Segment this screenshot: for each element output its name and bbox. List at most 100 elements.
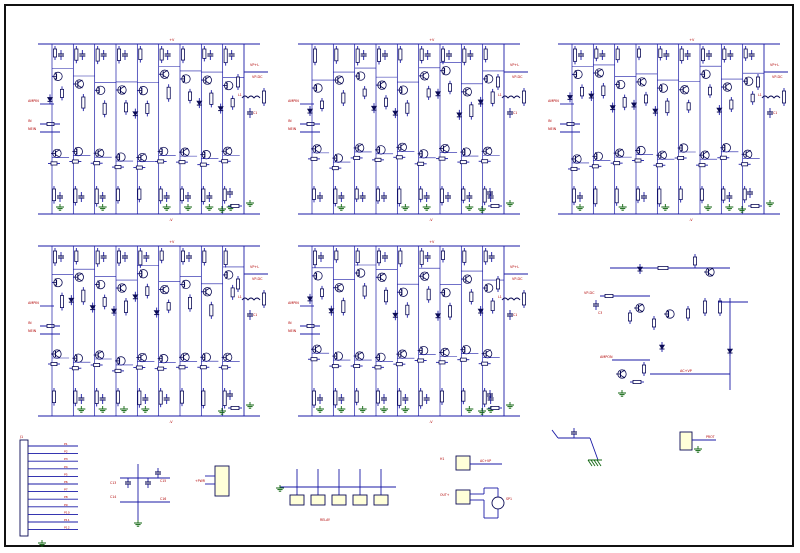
resistor <box>355 250 360 263</box>
wire <box>462 350 466 354</box>
connector-ref: J1 <box>19 435 23 439</box>
wire <box>202 353 206 357</box>
resistor <box>482 188 487 203</box>
resistor <box>374 365 382 370</box>
diode <box>196 100 203 106</box>
resistor <box>159 250 164 261</box>
resistor <box>521 292 526 306</box>
output-pos-label: VP+L <box>770 63 779 67</box>
resistor <box>459 357 467 362</box>
connector-pin-label: P12 <box>64 526 70 530</box>
resistor <box>221 159 229 164</box>
wire <box>162 75 168 79</box>
wire <box>117 158 120 162</box>
wire <box>74 152 78 156</box>
resistor <box>166 86 171 100</box>
ac-in-label: AC+VP <box>480 459 491 463</box>
resistor <box>628 312 633 322</box>
wire <box>314 271 317 275</box>
input-pos-label: IN <box>28 119 32 123</box>
diode <box>89 305 96 311</box>
wire <box>77 84 83 89</box>
resistor <box>419 48 424 61</box>
vcc-label: +V <box>689 38 695 42</box>
resistor <box>693 256 698 266</box>
resistor <box>634 158 642 163</box>
resistor <box>137 188 142 200</box>
wire <box>597 73 603 78</box>
resistor <box>74 250 79 262</box>
resistor <box>353 155 361 160</box>
resistor <box>490 91 495 104</box>
resistor <box>521 90 526 104</box>
vee-label: -V <box>689 218 693 222</box>
wire <box>443 353 449 357</box>
output-neg-label: VP-DC <box>772 75 783 79</box>
wire <box>202 155 206 159</box>
resistor <box>678 188 683 200</box>
wire <box>205 287 211 291</box>
earth-section <box>551 428 602 467</box>
wire <box>617 153 623 158</box>
output-pos-label: VP+L <box>250 63 259 67</box>
wire <box>357 351 363 356</box>
wire <box>225 152 231 156</box>
resistor <box>145 103 150 114</box>
output-neg-label: VP-DC <box>252 75 263 79</box>
resistor <box>311 188 316 200</box>
terminal-block <box>455 455 471 471</box>
wire <box>182 74 185 78</box>
wire <box>620 374 626 379</box>
diode <box>68 297 75 303</box>
wire <box>680 143 683 147</box>
resistor <box>180 48 185 61</box>
diode <box>477 99 484 105</box>
resistor <box>199 365 207 370</box>
resistor <box>462 250 467 263</box>
resistor <box>50 161 58 166</box>
wire <box>465 274 471 279</box>
wire <box>377 358 380 362</box>
wire <box>377 150 380 155</box>
inductor <box>241 95 261 99</box>
resistor <box>439 188 444 203</box>
vee-label: -V <box>169 420 173 424</box>
wire <box>337 283 343 287</box>
resistor <box>117 48 122 61</box>
input-left-label: AMPIN <box>28 99 39 103</box>
wire <box>442 288 445 292</box>
resistor <box>114 368 122 373</box>
wire <box>117 152 120 157</box>
resistor <box>353 364 361 369</box>
resistor <box>124 102 129 113</box>
resistor <box>341 92 346 104</box>
resistor <box>52 250 57 264</box>
wire <box>420 346 423 350</box>
inductor <box>761 95 781 99</box>
resistor <box>636 188 641 201</box>
resistor <box>310 357 318 362</box>
connector-pin-label: P11 <box>64 518 70 522</box>
resistor <box>376 390 381 404</box>
vcc-label: +V <box>429 38 435 42</box>
wire <box>659 83 663 88</box>
input-left-label: AMPIN <box>288 99 299 103</box>
wire <box>182 79 185 84</box>
resistor <box>395 155 403 160</box>
resistor <box>331 364 339 369</box>
resistor <box>637 48 642 58</box>
resistor <box>572 48 577 62</box>
resistor <box>447 305 452 318</box>
wire <box>590 459 596 467</box>
wire <box>745 82 748 86</box>
resistor <box>722 48 727 60</box>
resistor <box>418 188 423 200</box>
resistor <box>261 292 266 306</box>
resistor <box>145 286 150 296</box>
wire <box>462 153 466 157</box>
resistor <box>699 188 704 201</box>
wire <box>140 153 146 157</box>
vee-label: -V <box>429 218 433 222</box>
resistor <box>490 300 495 311</box>
